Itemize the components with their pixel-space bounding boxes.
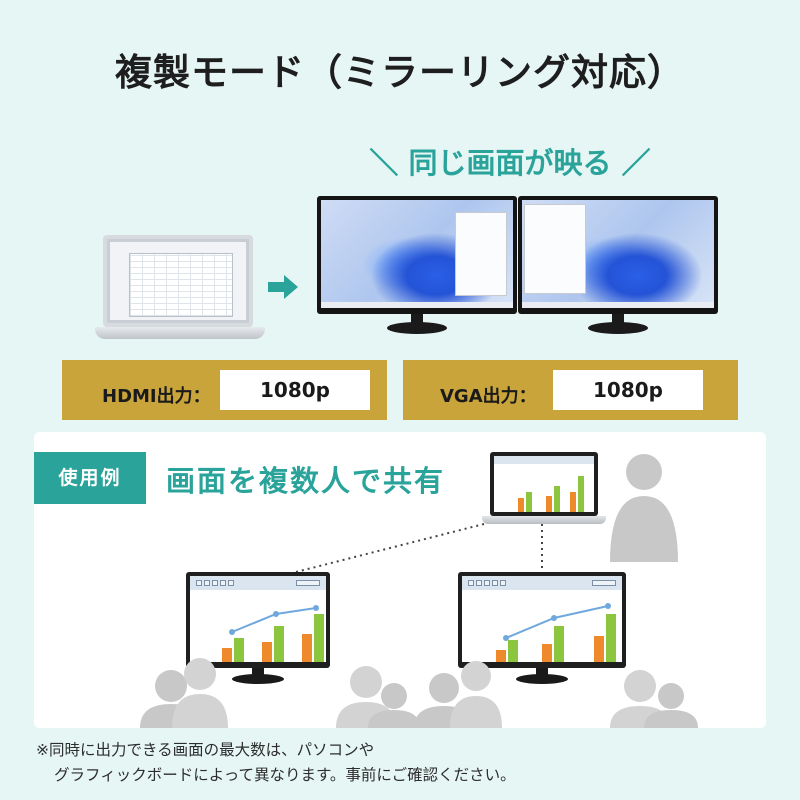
vga-output-label: VGA出力：	[440, 386, 537, 407]
usage-tag: 使用例	[34, 452, 146, 504]
page-title: 複製モード（ミラーリング対応）	[115, 51, 685, 94]
vga-output-bar: VGA出力： 1080p	[403, 360, 738, 420]
spreadsheet-window	[129, 253, 233, 317]
monitor-icon	[186, 572, 330, 692]
hdmi-output-value: 1080p	[220, 370, 370, 410]
monitor-icon	[317, 196, 517, 336]
footnote-line-1: ※同時に出力できる画面の最大数は、パソコンや	[36, 741, 375, 759]
vga-output-value: 1080p	[553, 370, 703, 410]
hdmi-output-label: HDMI出力：	[102, 386, 211, 407]
explorer-window	[455, 212, 507, 296]
person-icon	[644, 683, 698, 728]
arrow-right-icon	[268, 275, 298, 299]
explorer-window	[524, 204, 586, 294]
monitor-icon	[518, 196, 718, 336]
person-icon	[368, 683, 420, 728]
connection-lines	[295, 523, 543, 573]
subtitle: ＼ 同じ画面が映る ／	[369, 146, 651, 180]
person-icon	[172, 658, 228, 728]
monitor-icon	[458, 572, 626, 692]
laptop-base	[95, 327, 265, 339]
hdmi-output-bar: HDMI出力： 1080p	[62, 360, 387, 420]
laptop-screen	[103, 235, 253, 327]
footnote-line-2: グラフィックボードによって異なります。事前にご確認ください。	[54, 766, 516, 784]
person-icon	[450, 661, 502, 728]
footnote: ※同時に出力できる画面の最大数は、パソコンや グラフィックボードによって異なりま…	[36, 738, 516, 788]
usage-panel: 使用例 画面を複数人で共有	[34, 432, 766, 728]
person-icon	[610, 454, 678, 562]
usage-text: 画面を複数人で共有	[166, 464, 446, 498]
laptop-icon	[482, 452, 606, 528]
